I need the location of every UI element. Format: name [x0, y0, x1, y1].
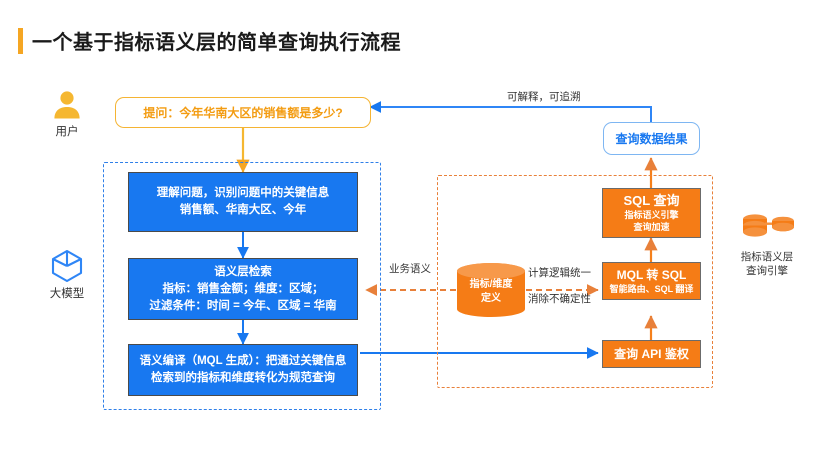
- annotation-business-semantics: 业务语义: [389, 263, 431, 275]
- page-title: 一个基于指标语义层的简单查询执行流程: [32, 32, 401, 54]
- actor-model-label: 大模型: [49, 288, 85, 300]
- engine-step-sql-query-title: SQL 查询: [623, 193, 680, 208]
- actor-engine-label-2: 查询引擎: [746, 265, 788, 277]
- cylinder-icon: [457, 263, 525, 317]
- actor-engine: 指标语义层 查询引擎: [724, 212, 810, 278]
- engine-step-mql-to-sql[interactable]: MQL 转 SQL 智能路由、SQL 翻译: [602, 262, 701, 300]
- engine-step-sql-query[interactable]: SQL 查询 指标语义引擎 查询加速: [602, 188, 701, 238]
- engine-step-mql-to-sql-title: MQL 转 SQL: [616, 268, 687, 282]
- cube-icon: [51, 249, 83, 283]
- actor-user-label: 用户: [55, 126, 79, 138]
- actor-user: 用户: [32, 88, 102, 139]
- llm-step-retrieve-line-3: 过滤条件：时间 = 今年、区域 = 华南: [149, 299, 337, 312]
- result-pill[interactable]: 查询数据结果: [603, 122, 700, 155]
- person-icon: [54, 91, 80, 119]
- engine-step-query-api-auth[interactable]: 查询 API 鉴权: [602, 340, 701, 368]
- semantic-store-line-1: 指标/维度: [469, 279, 513, 290]
- semantic-store-line-2: 定义: [481, 293, 501, 304]
- engine-step-mql-to-sql-sub-1: 智能路由、SQL 翻译: [609, 284, 694, 294]
- annotation-traceable: 可解释，可追溯: [507, 91, 581, 103]
- llm-group-container: [103, 162, 381, 410]
- llm-step-compile[interactable]: 语义编译（MQL 生成）：把通过关键信息 检索到的指标和维度转化为规范查询: [128, 344, 358, 396]
- database-stack-icon: [743, 214, 794, 237]
- llm-step-retrieve-line-1: 语义层检索: [214, 265, 272, 278]
- engine-step-query-api-auth-title: 查询 API 鉴权: [614, 347, 689, 361]
- actor-model: 大模型: [32, 248, 102, 301]
- question-pill[interactable]: 提问：今年华南大区的销售额是多少?: [115, 97, 371, 128]
- engine-group-container: [437, 175, 713, 388]
- actor-engine-label-1: 指标语义层: [740, 251, 794, 263]
- llm-step-compile-line-2: 检索到的指标和维度转化为规范查询: [151, 372, 335, 384]
- llm-step-understand-line-1: 理解问题，识别问题中的关键信息: [156, 187, 330, 199]
- llm-step-retrieve[interactable]: 语义层检索 指标：销售金额；维度：区域； 过滤条件：时间 = 今年、区域 = 华…: [128, 258, 358, 320]
- llm-step-understand[interactable]: 理解问题，识别问题中的关键信息 销售额、华南大区、今年: [128, 172, 358, 232]
- semantic-store[interactable]: 指标/维度 定义: [456, 262, 526, 320]
- engine-step-sql-query-sub-2: 查询加速: [633, 222, 670, 232]
- title-accent-bar: [18, 28, 23, 54]
- llm-step-understand-line-2: 销售额、华南大区、今年: [179, 204, 307, 216]
- engine-step-sql-query-sub-1: 指标语义引擎: [624, 210, 679, 220]
- annotation-unified-logic: 计算逻辑统一: [528, 267, 591, 279]
- llm-step-compile-line-1: 语义编译（MQL 生成）：把通过关键信息: [139, 355, 347, 367]
- annotation-remove-uncertainty: 消除不确定性: [528, 293, 591, 305]
- llm-step-retrieve-line-2: 指标：销售金额；维度：区域；: [162, 282, 324, 295]
